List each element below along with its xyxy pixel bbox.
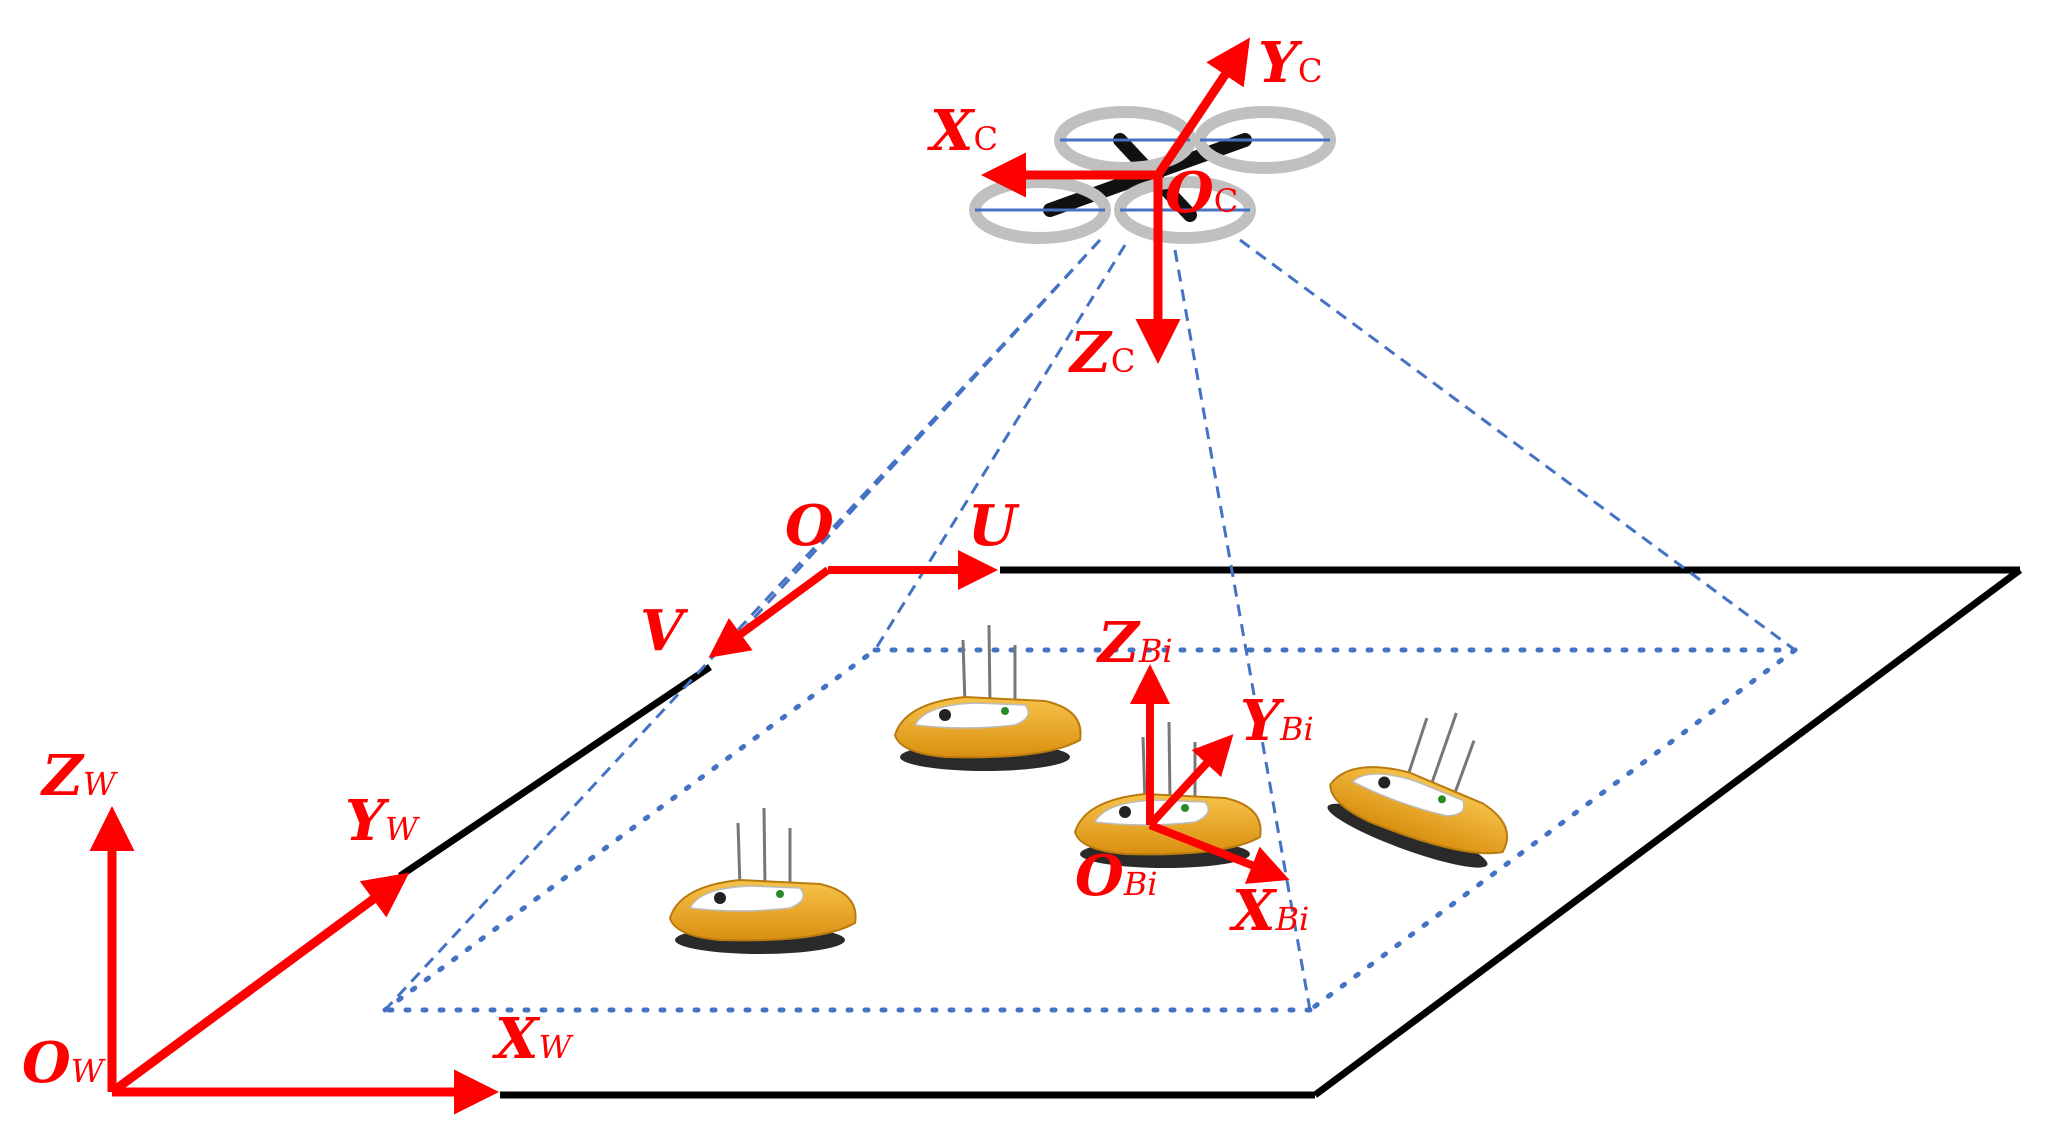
quadrotor-drone-icon: [969, 106, 1336, 244]
image-v-axis: [708, 566, 831, 658]
world-y-label: YW: [345, 788, 421, 854]
camera-y-label: YC: [1258, 30, 1322, 96]
boat-o-label: OBi: [1075, 843, 1158, 909]
image-u-label: U: [968, 493, 1020, 559]
camera-axes: [981, 37, 1251, 364]
camera-x-label: XC: [927, 98, 998, 164]
boat-z-label: ZBi: [1096, 610, 1173, 676]
image-o-label: O: [785, 493, 834, 559]
image-v-label: V: [640, 598, 689, 664]
boat-y-axis: [1147, 734, 1234, 828]
world-o-label: OW: [22, 1030, 107, 1096]
camera-y-axis: [1154, 37, 1251, 178]
image-footprint: [382, 647, 1798, 1013]
image-axes: [708, 550, 998, 658]
world-y-axis: [109, 872, 410, 1096]
boat-y-label: YBi: [1240, 688, 1314, 754]
boat-x-label: XBi: [1229, 878, 1309, 944]
world-axes: [89, 806, 499, 1115]
camera-o-label: OC: [1165, 160, 1238, 226]
boat-axes: [1130, 664, 1290, 884]
world-z-label: ZW: [40, 743, 119, 809]
boat-x-axis: [1148, 821, 1290, 884]
camera-z-label: ZC: [1068, 320, 1135, 386]
ground-plane: [398, 566, 2023, 1099]
world-x-label: XW: [492, 1006, 574, 1072]
